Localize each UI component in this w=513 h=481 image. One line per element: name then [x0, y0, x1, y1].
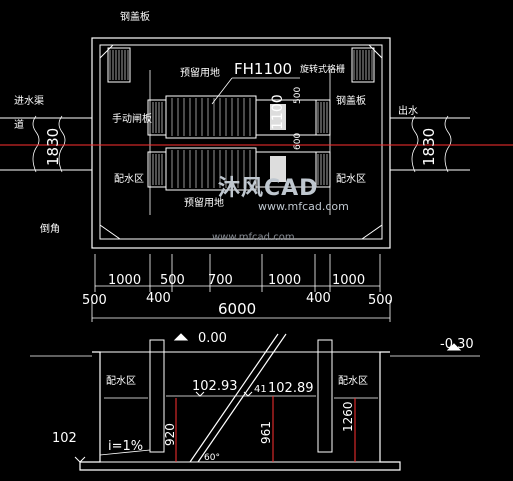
- dim-500-side: 500: [293, 87, 303, 104]
- level-000: 0.00: [198, 331, 227, 346]
- label-steel-plate-top: 钢盖板: [120, 10, 150, 23]
- chamfer-bottom-left: [99, 224, 121, 240]
- dim-961: 961: [259, 421, 273, 444]
- dim-row2-400a: 400: [146, 291, 171, 306]
- dim-row2-left: 500: [82, 293, 107, 308]
- label-dist-right: 配水区: [338, 375, 368, 387]
- dim-row2-400b: 400: [306, 291, 331, 306]
- label-distribution-2: 配水区: [336, 173, 366, 185]
- level-neg030: -0.30: [440, 337, 474, 352]
- watermark-url-2: www.mfcad.com: [212, 232, 295, 243]
- screen-unit-lower: [147, 147, 331, 191]
- label-chamfer: 倒角: [40, 223, 60, 235]
- dim-920: 920: [163, 423, 177, 446]
- level-10293: 102.93: [192, 379, 238, 394]
- label-reserved-1: 预留用地: [180, 66, 220, 79]
- watermark: 沐风CAD www.mfcad.com: [218, 170, 349, 213]
- slope: i=1%: [108, 439, 143, 454]
- model-leader: [211, 77, 233, 105]
- dim-row1-d: 1000: [268, 273, 301, 288]
- section-view: [30, 333, 480, 471]
- chamfer-bottom-right: [361, 224, 383, 240]
- angle-60: 60°: [204, 453, 220, 463]
- label-outlet: 出水: [398, 104, 418, 117]
- level-10289: 102.89: [268, 381, 314, 396]
- inlet-pipe: [0, 115, 92, 173]
- screen-unit-upper: [147, 95, 331, 139]
- outlet-pipe: [390, 115, 470, 173]
- watermark-url: www.mfcad.com: [258, 200, 349, 213]
- dimension-row-1: [94, 254, 381, 292]
- dim-row1-b: 500: [160, 273, 185, 288]
- label-distribution: 配水区: [114, 173, 144, 185]
- label-inlet-channel: 进水渠: [14, 95, 44, 107]
- label-inlet: 道: [14, 118, 24, 131]
- label-steel-plate-right: 钢盖板: [336, 94, 366, 107]
- watermark-logo: 沐风CAD: [218, 176, 319, 201]
- level-102: 102: [52, 431, 77, 446]
- label-reserved-2: 预留用地: [184, 196, 224, 209]
- pipe-out-diameter: 1830: [420, 128, 438, 166]
- label-manual-gate: 手动闸板: [112, 112, 152, 125]
- dim-row2-total: 6000: [218, 300, 256, 318]
- dim-row2-right: 500: [368, 293, 393, 308]
- marker-41: 41: [254, 384, 267, 395]
- section-red-dims: [175, 396, 356, 462]
- chamfer-top-right: [368, 44, 383, 59]
- steel-plate-top-left: [107, 47, 131, 83]
- dim-600-side: 600: [293, 133, 303, 150]
- label-dist-left: 配水区: [106, 375, 136, 387]
- dim-row1-e: 1000: [332, 273, 365, 288]
- plan-outer-wall: [91, 37, 391, 249]
- model-label: FH1100: [234, 60, 292, 78]
- chamfer-top-left: [99, 44, 114, 59]
- dim-row1-c: 700: [208, 273, 233, 288]
- steel-plate-top-right: [351, 47, 375, 83]
- plan-inner-wall: [99, 44, 383, 240]
- dim-1260: 1260: [341, 401, 355, 432]
- dim-1100: 1100: [270, 94, 286, 130]
- dim-row1-a: 1000: [108, 273, 141, 288]
- model-desc: 旋转式格栅: [300, 63, 345, 75]
- pipe-in-diameter: 1830: [44, 128, 62, 166]
